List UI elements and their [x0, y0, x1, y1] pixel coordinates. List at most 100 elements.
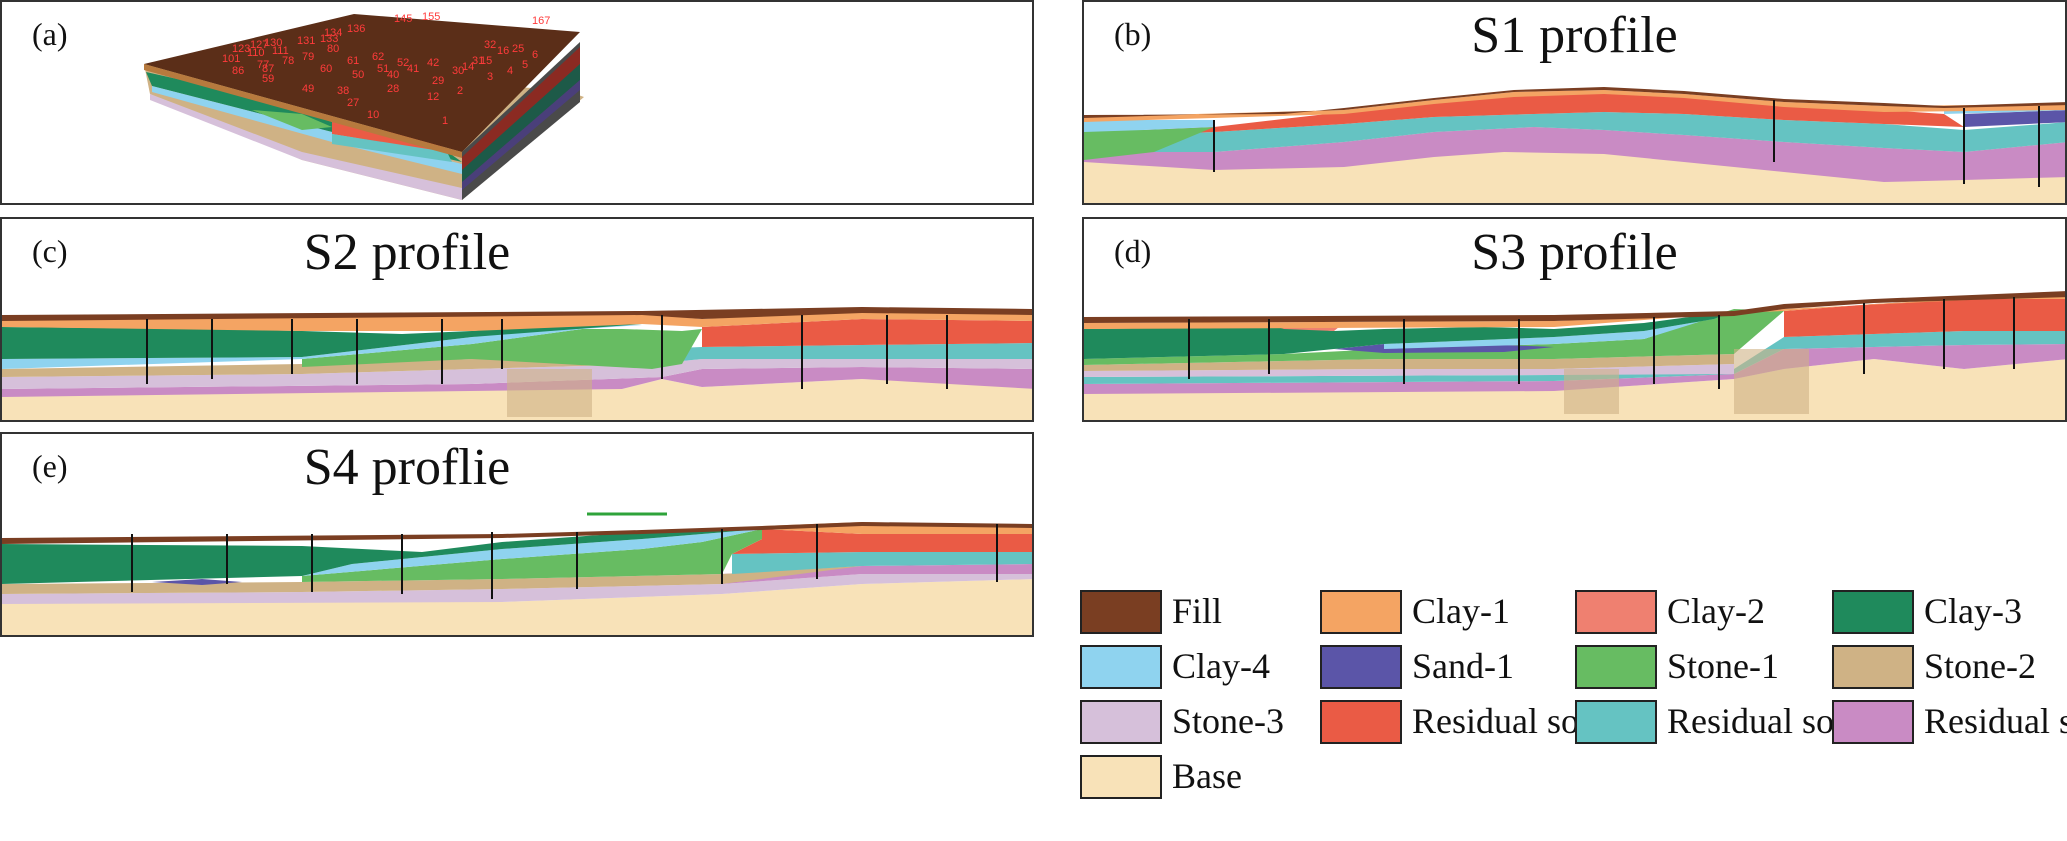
- borehole-number: 1: [442, 115, 448, 127]
- borehole-number: 50: [352, 69, 364, 81]
- borehole-number: 42: [427, 57, 439, 69]
- borehole-number: 12: [427, 91, 439, 103]
- panel-d-title: S3 profile: [1471, 224, 1678, 281]
- legend-swatch: [1080, 700, 1162, 744]
- borehole-number: 14: [462, 61, 474, 73]
- block-layer-clay4: [152, 86, 462, 174]
- legend-swatch: [1575, 700, 1657, 744]
- borehole-number: 87: [262, 63, 274, 75]
- borehole-number: 167: [532, 15, 550, 27]
- borehole-number: 27: [347, 97, 359, 109]
- panel-b-label: (b): [1114, 16, 1152, 52]
- borehole-number: 145: [394, 13, 412, 25]
- borehole-number: 28: [387, 83, 399, 95]
- panel-a-label: (a): [32, 16, 68, 52]
- panel-c-title: S2 profile: [303, 224, 511, 281]
- s1-section: [1084, 87, 2065, 203]
- borehole-number: 30: [452, 65, 464, 77]
- panel-c-label: (c): [32, 233, 68, 269]
- legend-swatch: [1320, 590, 1402, 634]
- borehole-number: 133: [320, 33, 338, 45]
- borehole-number: 40: [387, 69, 399, 81]
- block-layer-stone3: [150, 94, 462, 200]
- borehole-number: 61: [347, 55, 359, 67]
- panel-d-label: (d): [1114, 233, 1152, 269]
- block-top-fill: [144, 14, 580, 152]
- borehole-number: 131: [297, 35, 315, 47]
- legend-label: Clay-1: [1412, 591, 1510, 631]
- legend-swatch: [1080, 590, 1162, 634]
- borehole-number: 59: [262, 73, 274, 85]
- borehole-number: 2: [457, 85, 463, 97]
- borehole-number: 101: [222, 53, 240, 65]
- legend-swatch: [1080, 645, 1162, 689]
- borehole-number: 123: [232, 43, 250, 55]
- panel-b-s1: (b) S1 profile: [1082, 0, 2067, 205]
- borehole-number: 15: [480, 55, 492, 67]
- borehole-number: 80: [327, 43, 339, 55]
- borehole-number: 130: [264, 37, 282, 49]
- borehole-number: 77: [257, 59, 269, 71]
- s2-section: [2, 307, 1032, 420]
- borehole-number: 32: [484, 39, 496, 51]
- borehole-number: 5: [522, 59, 528, 71]
- borehole-number: 136: [347, 23, 365, 35]
- legend-label: Base: [1172, 756, 1242, 796]
- legend-swatch: [1320, 700, 1402, 744]
- legend-label: Clay-3: [1924, 591, 2022, 631]
- block-right-res1: [462, 47, 580, 170]
- borehole-number: 134: [324, 27, 342, 39]
- borehole-number: 4: [507, 65, 513, 77]
- block-layer-res2: [332, 134, 452, 162]
- borehole-number: 86: [232, 65, 244, 77]
- legend-label: Residual soil-3: [1924, 701, 2067, 741]
- borehole-number: 41: [407, 63, 419, 75]
- borehole-number: 29: [432, 75, 444, 87]
- block-layer-stone1: [252, 110, 332, 130]
- legend-swatch: [1832, 700, 1914, 744]
- borehole-number: 16: [497, 45, 509, 57]
- borehole-number: 155: [422, 11, 440, 23]
- legend-label: Clay-2: [1667, 591, 1765, 631]
- legend-swatch: [1575, 645, 1657, 689]
- block-right-sand: [462, 80, 580, 190]
- borehole-number: 25: [512, 43, 524, 55]
- borehole-number: 52: [397, 57, 409, 69]
- legend-swatch: [1832, 590, 1914, 634]
- borehole-number: 62: [372, 51, 384, 63]
- panel-b-title: S1 profile: [1471, 7, 1678, 64]
- legend-label: Stone-2: [1924, 646, 2036, 686]
- panel-e-s4: (e) S4 proflie: [0, 432, 1034, 637]
- panel-e-label: (e): [32, 448, 68, 484]
- borehole-number: 6: [532, 49, 538, 61]
- borehole-number: 127: [250, 39, 268, 51]
- s3-boreholes: [1188, 297, 2015, 389]
- borehole-number: 3: [487, 71, 493, 83]
- borehole-number: 111: [272, 45, 289, 57]
- s3-section: [1084, 291, 2065, 420]
- panel-c-s2: (c) S2 profile: [0, 217, 1034, 422]
- panel-e-title: S4 proflie: [303, 439, 511, 496]
- legend-label: Fill: [1172, 591, 1223, 631]
- s1-boreholes: [1213, 100, 2040, 187]
- borehole-number: 110: [247, 47, 265, 59]
- block-right-clay3: [462, 64, 580, 182]
- s4-section: [2, 512, 1032, 635]
- legend-label: Clay-4: [1172, 646, 1270, 686]
- borehole-number: 38: [337, 85, 349, 97]
- borehole-number: 79: [302, 51, 314, 63]
- legend-swatch: [1832, 645, 1914, 689]
- borehole-number: 31: [472, 55, 484, 67]
- legend-label: Stone-3: [1172, 701, 1284, 741]
- legend-swatch: [1080, 755, 1162, 799]
- s2-boreholes: [146, 315, 948, 389]
- borehole-number: 49: [302, 83, 314, 95]
- borehole-number: 51: [377, 63, 389, 75]
- legend-swatch: [1320, 645, 1402, 689]
- block-top-edge: [144, 64, 462, 158]
- borehole-number: 78: [282, 55, 294, 67]
